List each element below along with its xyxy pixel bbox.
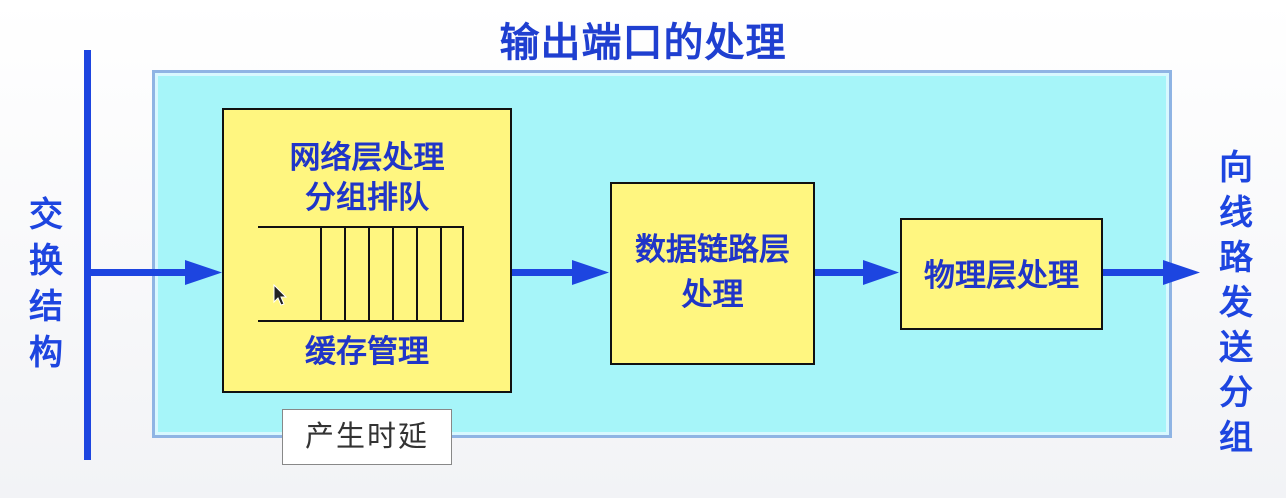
queue-slot [320,228,322,320]
send-to-line-label: 向线路发送分组 [1219,148,1253,458]
queue-slot [416,228,418,320]
network-layer-box: 网络层处理 分组排队 缓存管理 [222,108,512,393]
arrow-datalink-to-physical [815,260,899,285]
physical-layer-label: 物理层处理 [924,258,1079,294]
packet-queue [258,226,464,322]
queue-slot [440,228,442,320]
buffer-management-label: 缓存管理 [305,334,429,370]
datalink-layer-box: 数据链路层 处理 [610,182,815,365]
delay-note: 产生时延 [282,409,452,465]
queue-slot [392,228,394,320]
network-layer-title: 网络层处理 分组排队 [224,138,510,218]
arrow-physical-to-line [1103,260,1200,285]
queue-slot [368,228,370,320]
arrow-fabric-to-network [91,260,222,285]
network-layer-line2: 分组排队 [305,180,429,216]
physical-layer-box: 物理层处理 [900,218,1103,330]
mouse-cursor-icon [273,284,288,306]
switch-fabric-bus [84,50,91,460]
datalink-layer-line2: 处理 [681,277,744,313]
datalink-layer-title: 数据链路层 处理 [612,228,813,318]
network-layer-line1: 网络层处理 [289,140,445,176]
datalink-layer-line1: 数据链路层 [635,232,790,268]
arrow-network-to-datalink [512,260,609,285]
queue-slot [344,228,346,320]
switch-fabric-label: 交换结构 [29,195,63,373]
page-title: 输出端口的处理 [499,20,787,66]
